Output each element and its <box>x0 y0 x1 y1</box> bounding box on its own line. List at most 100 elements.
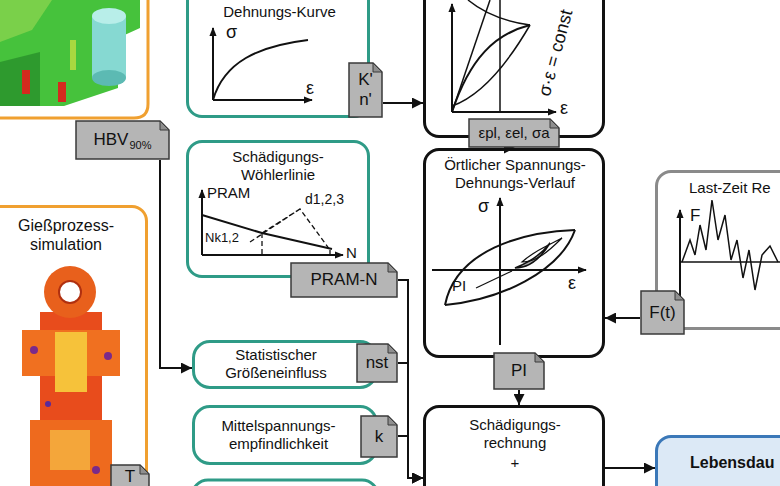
tag-fold <box>373 63 382 72</box>
casting-simulation <box>30 346 38 354</box>
result-box: Lebensdau <box>655 435 780 486</box>
tag-fold <box>160 121 169 130</box>
neuber-chart <box>452 0 556 112</box>
tag-text: 90% <box>129 139 151 152</box>
hysteresis-chart <box>476 271 512 288</box>
connector-arrow <box>398 363 423 478</box>
tag-text: PRAM-N <box>310 270 377 290</box>
casting-simulation <box>30 420 112 486</box>
tag-shape <box>469 119 559 147</box>
parameter-box: Mittelspannungs- empfindlichkeit <box>192 405 378 465</box>
connector-arrow <box>605 317 640 319</box>
tag-text: PI <box>511 361 527 381</box>
cut-box <box>192 480 378 486</box>
process-box: Schädigungs- rechnung + <box>423 405 605 486</box>
tag-fold <box>140 465 149 474</box>
tag-shape <box>76 121 169 159</box>
image-frame <box>0 0 148 118</box>
load-time-chart <box>682 200 778 290</box>
casting-simulation <box>104 352 112 360</box>
neuber-chart <box>452 111 556 113</box>
hysteresis-chart <box>432 198 586 345</box>
axis-label: d1,2,3 <box>305 191 344 207</box>
tag-text: n' <box>359 90 372 110</box>
axis-label: σ <box>478 196 489 217</box>
woehler-chart <box>202 215 332 249</box>
neuber-chart <box>452 25 530 112</box>
value-tag: nst <box>356 343 398 383</box>
casting-simulation <box>22 266 120 486</box>
tag-text: K' <box>358 70 373 90</box>
stress-strain-chart <box>213 99 312 101</box>
woehler-chart <box>202 254 343 256</box>
box-title: Lebensdau <box>690 453 780 472</box>
fem-model <box>92 16 126 78</box>
neuber-chart <box>452 25 530 106</box>
box-title: Schädigungs- rechnung <box>444 416 586 452</box>
tag-text: k <box>375 427 384 447</box>
fem-model <box>0 52 40 106</box>
woehler-chart <box>201 190 203 255</box>
process-box: Örtlicher Spannungs- Dehnungs-Verlauf <box>423 148 605 358</box>
axis-label: σ <box>226 22 237 43</box>
casting-simulation <box>44 266 96 318</box>
neuber-chart <box>468 0 530 25</box>
tag-shape <box>641 291 684 334</box>
box-title: Schädigungs- Wöhlerlinie <box>211 148 345 184</box>
axis-label: ε <box>560 98 568 119</box>
casting-simulation <box>45 401 51 407</box>
tag-fold <box>535 353 544 362</box>
tag-text: T <box>125 467 135 486</box>
axis-label: PRAM <box>207 184 250 201</box>
hysteresis-chart <box>522 238 562 262</box>
parameter-box: Statistischer Größeneinfluss <box>192 340 378 389</box>
box-title: Statistischer Größeneinfluss <box>201 346 351 382</box>
value-tag: PI <box>493 352 545 390</box>
box-title: Mittelspannungs- empfindlichkeit <box>201 417 356 453</box>
tag-fold <box>550 119 559 128</box>
neuber-chart <box>451 4 453 112</box>
process-box: Dehnungs-Kurve <box>186 0 370 118</box>
fem-model <box>0 0 52 42</box>
load-time-chart <box>680 200 780 305</box>
tag-fold <box>388 344 397 353</box>
input-box: Gießprozess- simulation <box>0 205 148 486</box>
fem-model <box>22 70 30 94</box>
fem-model <box>58 82 66 102</box>
connector-arrow <box>518 390 520 405</box>
value-tag: T <box>110 464 150 486</box>
tag-shape <box>494 353 544 389</box>
tag-shape <box>361 416 397 457</box>
box-title: + <box>444 454 586 472</box>
load-time-chart <box>680 261 780 263</box>
tag-text: HBV <box>94 130 129 150</box>
fem-model <box>0 0 140 106</box>
tag-fold <box>675 291 684 300</box>
box-title: Gießprozess- simulation <box>3 216 129 254</box>
casting-simulation <box>50 430 90 470</box>
casting-simulation <box>55 332 87 392</box>
axis-label: Nk1,2 <box>205 231 239 246</box>
axis-label: ε <box>306 78 314 99</box>
connector-arrow <box>605 467 655 469</box>
fem-model <box>92 70 126 86</box>
tag-text: εpl, εel, σa <box>479 124 550 141</box>
axis-label: F <box>690 206 700 226</box>
stress-strain-chart <box>212 28 214 100</box>
value-tag: εpl, εel, σa <box>468 118 560 148</box>
tag-fold <box>388 263 397 272</box>
fem-model <box>0 0 140 106</box>
hysteresis-chart <box>445 230 575 305</box>
hysteresis-chart <box>432 269 586 271</box>
load-time-chart <box>679 210 681 305</box>
hysteresis-chart <box>499 198 501 345</box>
value-tag: F(t) <box>640 290 685 335</box>
connector-arrow <box>398 436 423 478</box>
value-tag: k <box>360 415 398 458</box>
hysteresis-chart <box>445 230 575 305</box>
connector-arrow <box>383 102 423 104</box>
box-title: Örtlicher Spannungs- Dehnungs-Verlauf <box>434 156 596 192</box>
